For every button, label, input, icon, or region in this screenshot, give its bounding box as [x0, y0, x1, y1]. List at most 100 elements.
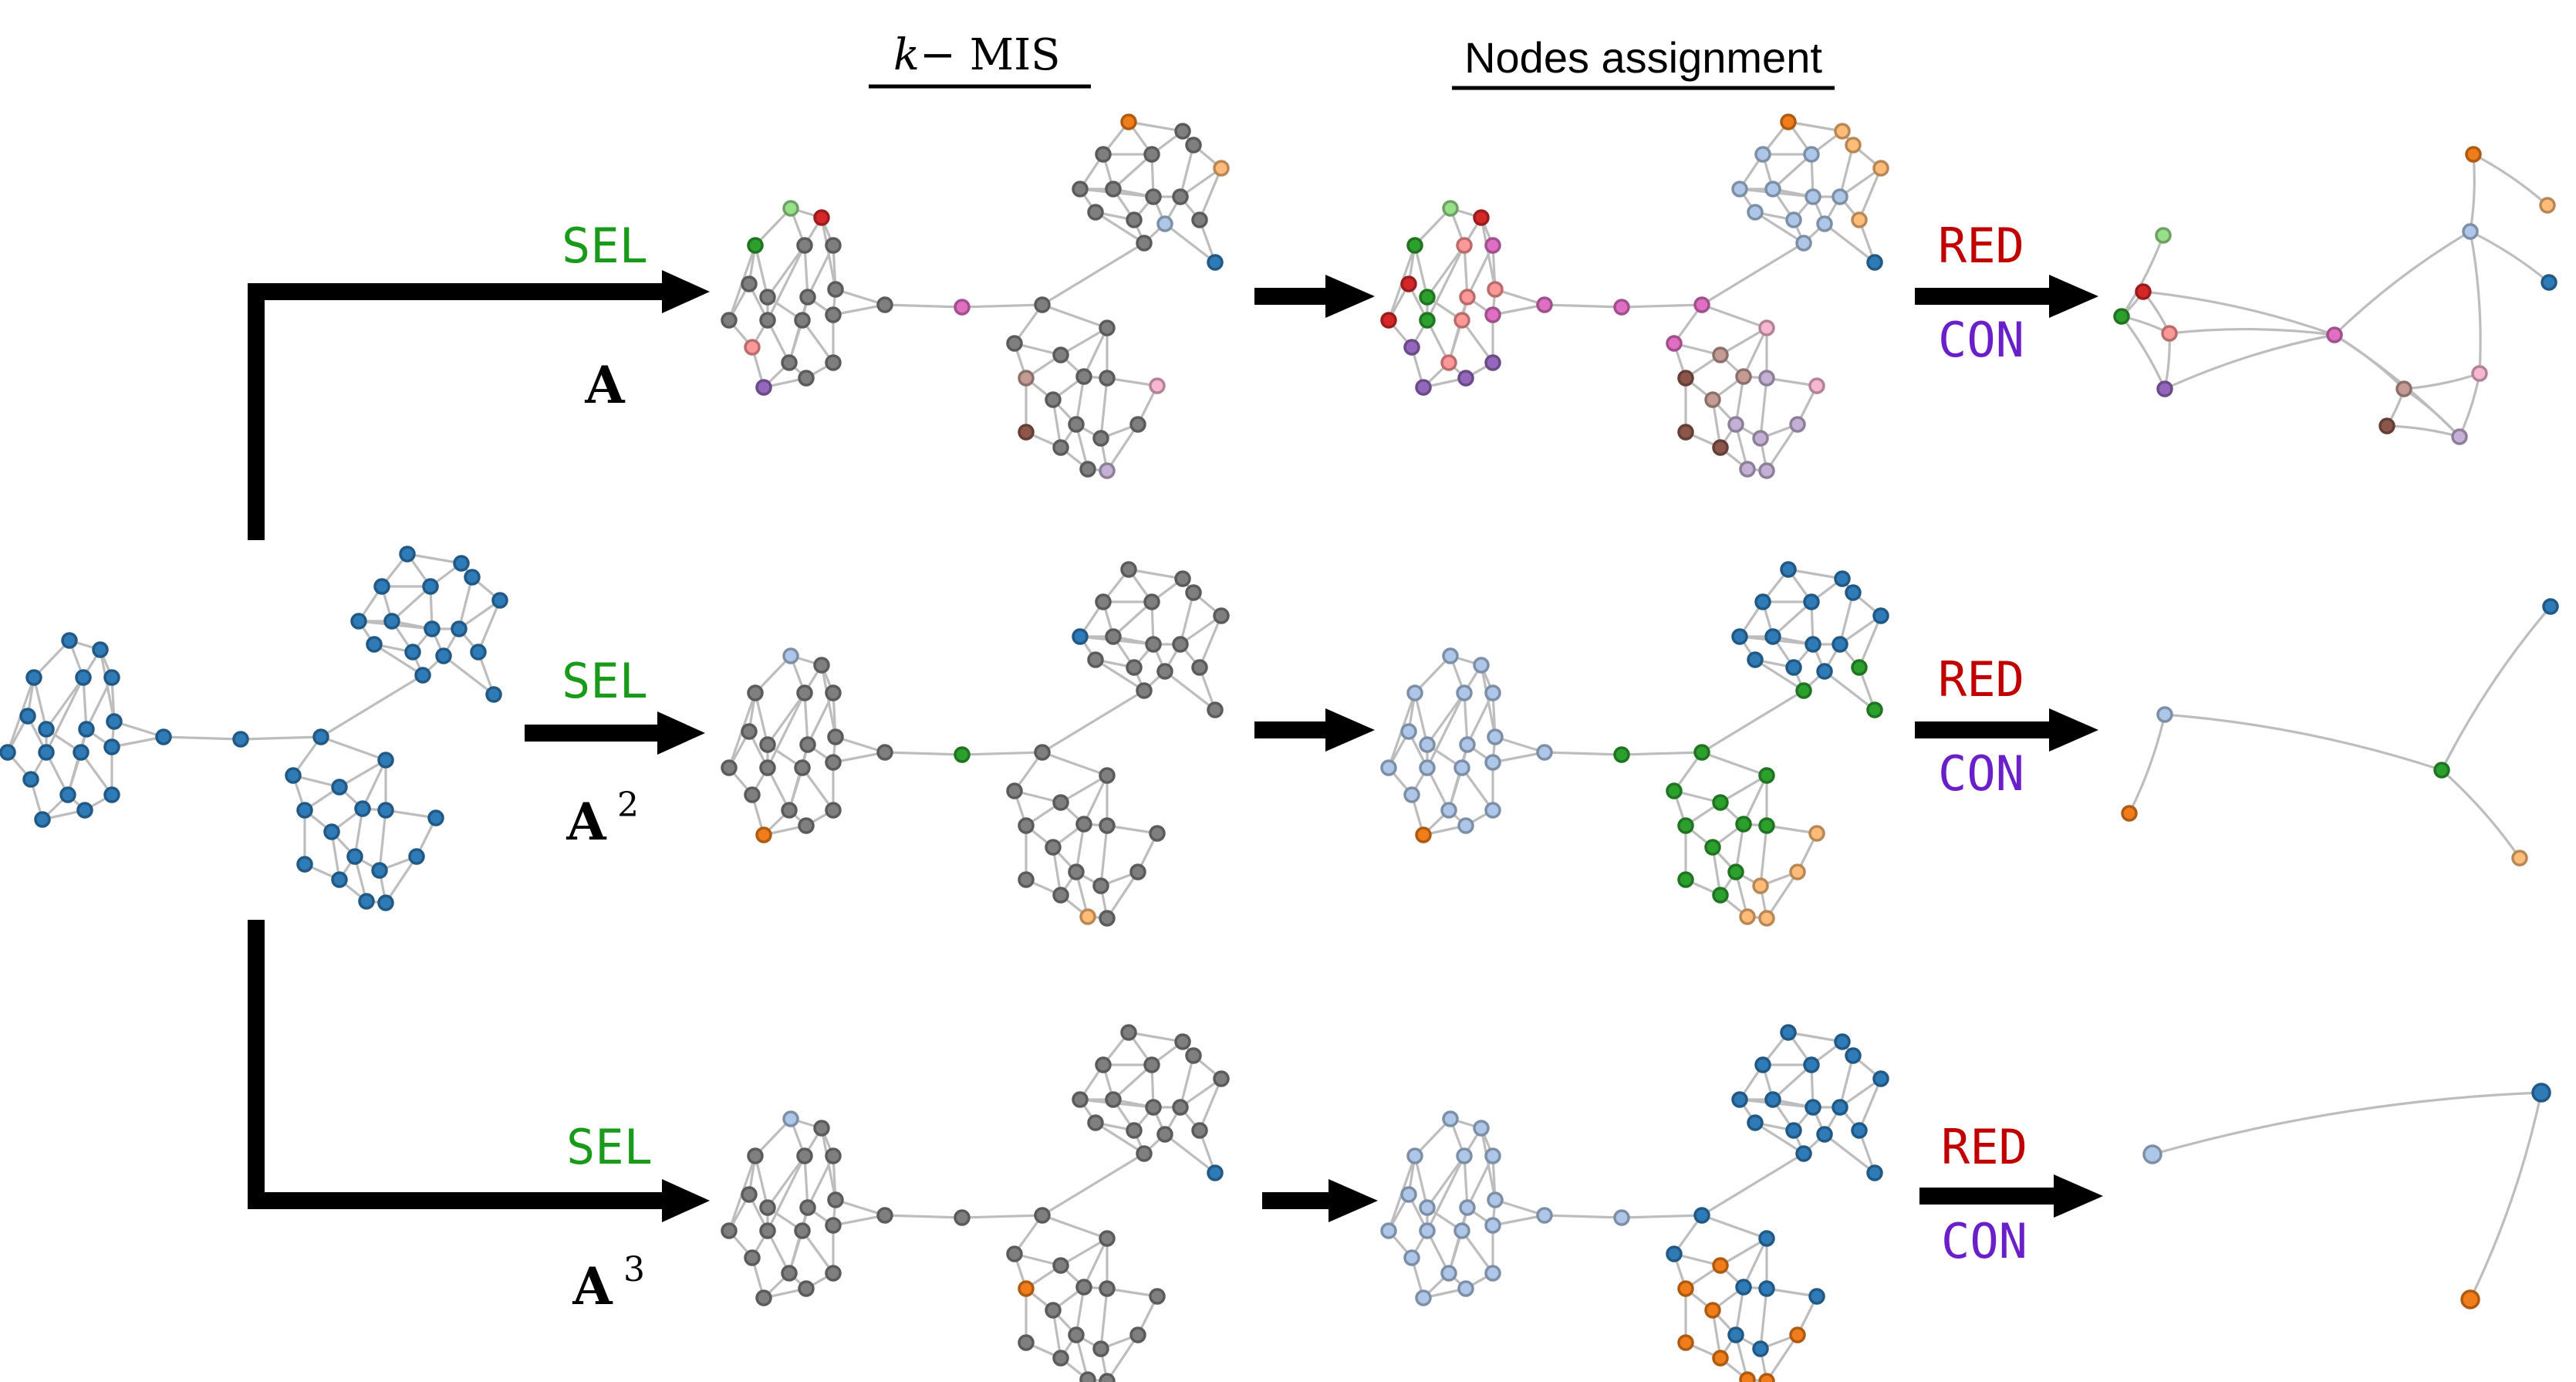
graph-node [744, 339, 761, 356]
graph-edge [1426, 245, 1466, 298]
graph-node [825, 306, 842, 323]
graph-node [1752, 877, 1769, 894]
graph-node [759, 736, 776, 753]
kmis-graph-3 [721, 1024, 1230, 1382]
graph-node [1536, 744, 1553, 761]
graph-node [954, 299, 971, 316]
graph-edge [2164, 713, 2443, 772]
graph-edge [1494, 1198, 1545, 1217]
graph-edge [832, 751, 886, 764]
graph-node [296, 802, 313, 819]
graph-edge [1788, 1031, 1843, 1043]
graph-edge [1824, 1133, 1875, 1174]
graph-edge [378, 809, 387, 871]
graph-edge [1701, 242, 1805, 306]
graph-edge [1426, 245, 1466, 321]
graph-node [1145, 188, 1162, 205]
graph-edge [1480, 1127, 1497, 1201]
graph-edge [1460, 767, 1494, 811]
graph-node [1018, 370, 1035, 387]
graph-edge [320, 674, 424, 738]
graph-edge [2403, 372, 2480, 390]
graph-node [1803, 146, 1820, 163]
graph-edge [1413, 245, 1429, 298]
graph-node [744, 786, 761, 803]
graph-edge [1463, 245, 1469, 298]
graph-node [1805, 1099, 1821, 1116]
graph-edge [390, 585, 432, 623]
graph-node [1406, 684, 1423, 701]
graph-node [1866, 701, 1883, 718]
graph-node [1712, 1257, 1729, 1274]
graph-node [1834, 1033, 1851, 1050]
graph-edge [1413, 207, 1452, 247]
graph-node [1126, 1122, 1143, 1139]
graph-node [1758, 462, 1775, 479]
graph-edge [754, 1155, 769, 1208]
graph-node [1851, 211, 1868, 228]
graph-node [1419, 1199, 1436, 1216]
graph-edge [1112, 153, 1153, 191]
graph-node [782, 1110, 799, 1127]
graph-node [1095, 146, 1112, 163]
graph-edge [884, 751, 963, 756]
graph-node [1754, 593, 1771, 610]
graph-edge [1106, 824, 1158, 835]
graph-edge [1824, 670, 1875, 711]
graph-edge [1413, 692, 1429, 745]
graph-node [22, 771, 39, 788]
graph-edge [45, 677, 85, 730]
graph-node [1052, 346, 1069, 363]
graph-node [1758, 910, 1775, 927]
graph-node [1805, 188, 1821, 205]
graph-edge [835, 1198, 886, 1217]
graph-edge [1106, 1287, 1158, 1298]
graph-edge [766, 692, 806, 745]
graph-node [0, 744, 16, 761]
graph-node [1120, 561, 1137, 578]
graph-node [781, 354, 798, 371]
graph-edge [1112, 1063, 1153, 1101]
graph-node [1143, 1056, 1160, 1073]
graph-node [2462, 223, 2479, 240]
stage-arrows [1254, 275, 2103, 1222]
graph-node [798, 370, 815, 387]
graph-node [1136, 682, 1153, 699]
graph-node [1120, 1024, 1137, 1041]
graph-node [408, 848, 425, 865]
graph-edge [1701, 689, 1805, 754]
graph-node [1747, 1114, 1764, 1131]
red-label: RED [1938, 218, 2024, 274]
graph-edge [835, 288, 886, 306]
graph-node [2155, 227, 2172, 244]
graph-edge [1426, 1155, 1466, 1232]
graph-node [799, 1199, 816, 1216]
graph-node [755, 1289, 772, 1306]
branch-top-arrowhead [662, 270, 710, 313]
graph-node [799, 736, 816, 753]
graph-node [2156, 380, 2173, 397]
graph-node [1484, 1147, 1501, 1164]
graph-node [1484, 684, 1501, 701]
graph-node [1704, 1302, 1721, 1319]
graph-edge [801, 767, 835, 811]
graph-node [794, 759, 811, 776]
graph-node [741, 275, 758, 292]
graph-node [1156, 1126, 1173, 1143]
graph-edge [766, 1155, 806, 1232]
graph-edge [1754, 211, 1805, 245]
graph-edge [1042, 303, 1108, 329]
graph-node [1727, 1326, 1744, 1343]
graph-node [323, 823, 340, 840]
graph-node [721, 759, 738, 776]
graph-node [796, 1147, 813, 1164]
graph-node [38, 721, 55, 738]
graph-edge [2386, 424, 2460, 438]
graph-node [1780, 561, 1797, 578]
graph-node [1735, 816, 1752, 833]
row-1-labels: SEL A [562, 218, 648, 415]
graph-node [1126, 659, 1143, 676]
row-2-labels: SEL A 2 [562, 653, 648, 852]
graph-node [2395, 380, 2412, 397]
graph-edge [803, 1155, 809, 1208]
